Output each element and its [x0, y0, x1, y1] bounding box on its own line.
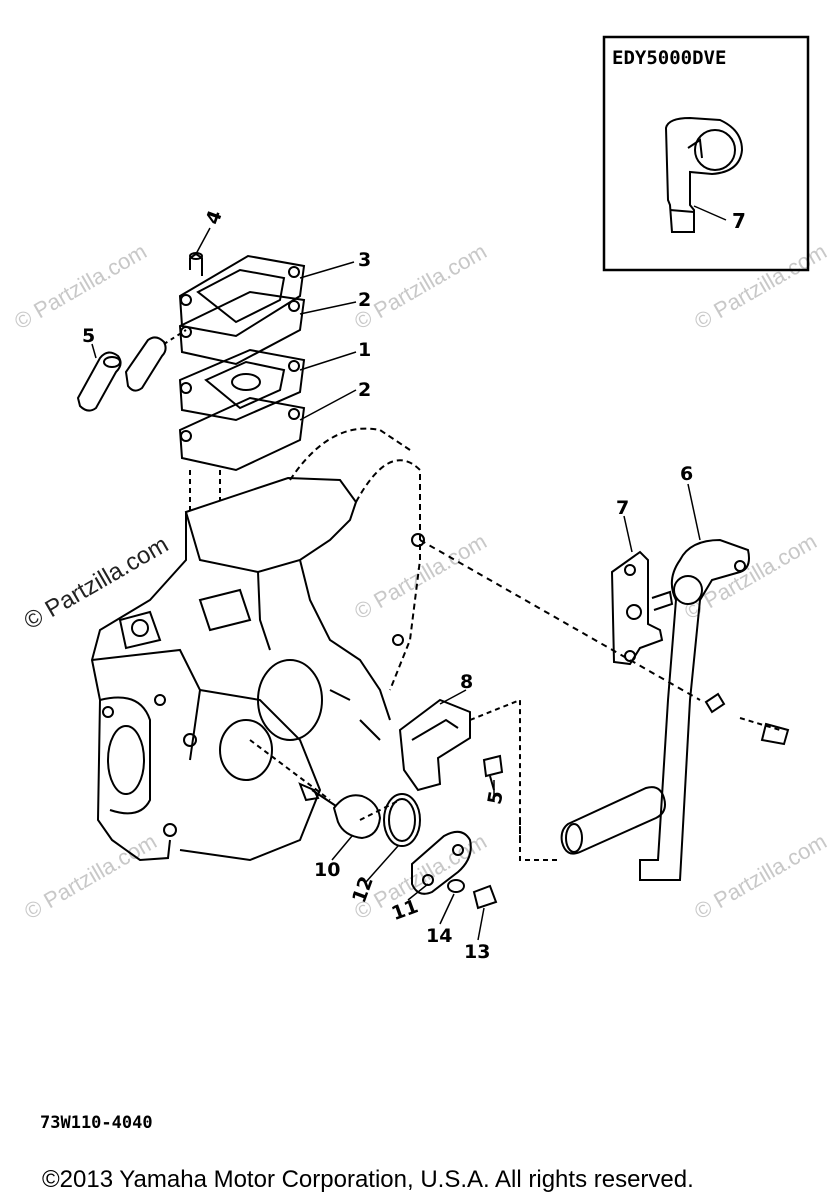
engine-housing — [90, 427, 425, 862]
watermark-faint: © Partzilla.com — [20, 829, 161, 925]
watermark-faint: © Partzilla.com — [10, 239, 151, 335]
callout-13: 13 — [464, 941, 490, 963]
callout-2-lower: 2 — [358, 379, 371, 401]
watermark-faint: © Partzilla.com — [350, 529, 491, 625]
part-7-bracket — [610, 550, 664, 666]
callout-7: 7 — [616, 497, 629, 519]
callout-3: 3 — [358, 249, 371, 271]
part-11-plate — [411, 830, 472, 895]
inset-bracket-part — [664, 116, 744, 233]
inset-model-label: EDY5000DVE — [612, 47, 726, 69]
watermark-main: © Partzilla.com — [20, 531, 174, 635]
diagram-code: 73W110-4040 — [40, 1113, 153, 1133]
callout-5-pins: 5 — [82, 325, 95, 347]
callout-2-upper: 2 — [358, 289, 371, 311]
watermark-faint: © Partzilla.com — [690, 829, 828, 925]
part-2-gasket-upper — [178, 290, 306, 366]
inset-box: EDY5000DVE 7 — [602, 35, 810, 272]
callout-14: 14 — [426, 925, 452, 947]
part-8-clip — [398, 698, 471, 792]
shaft — [560, 786, 666, 855]
part-1-plate — [178, 348, 306, 422]
part-12-oring — [383, 793, 421, 847]
callout-5-bolt: 5 — [484, 789, 508, 806]
lower-parts — [249, 698, 521, 910]
lever-assembly — [419, 538, 790, 881]
part-14-washer — [447, 879, 465, 893]
part-2-gasket-lower — [178, 396, 306, 472]
inset-callout-7: 7 — [732, 209, 746, 233]
callout-10: 10 — [314, 859, 340, 881]
callout-1: 1 — [358, 339, 371, 361]
part-5-bolt — [482, 754, 504, 778]
callout-8: 8 — [460, 671, 473, 693]
dowel-pins — [76, 329, 187, 412]
part-13-bolt — [472, 884, 498, 910]
part-10-plug — [332, 794, 382, 840]
leader-lines — [91, 227, 701, 941]
callout-6: 6 — [680, 463, 693, 485]
cover-stack — [178, 252, 306, 510]
copyright-notice: ©2013 Yamaha Motor Corporation, U.S.A. A… — [42, 1166, 694, 1193]
callout-4: 4 — [202, 207, 227, 227]
